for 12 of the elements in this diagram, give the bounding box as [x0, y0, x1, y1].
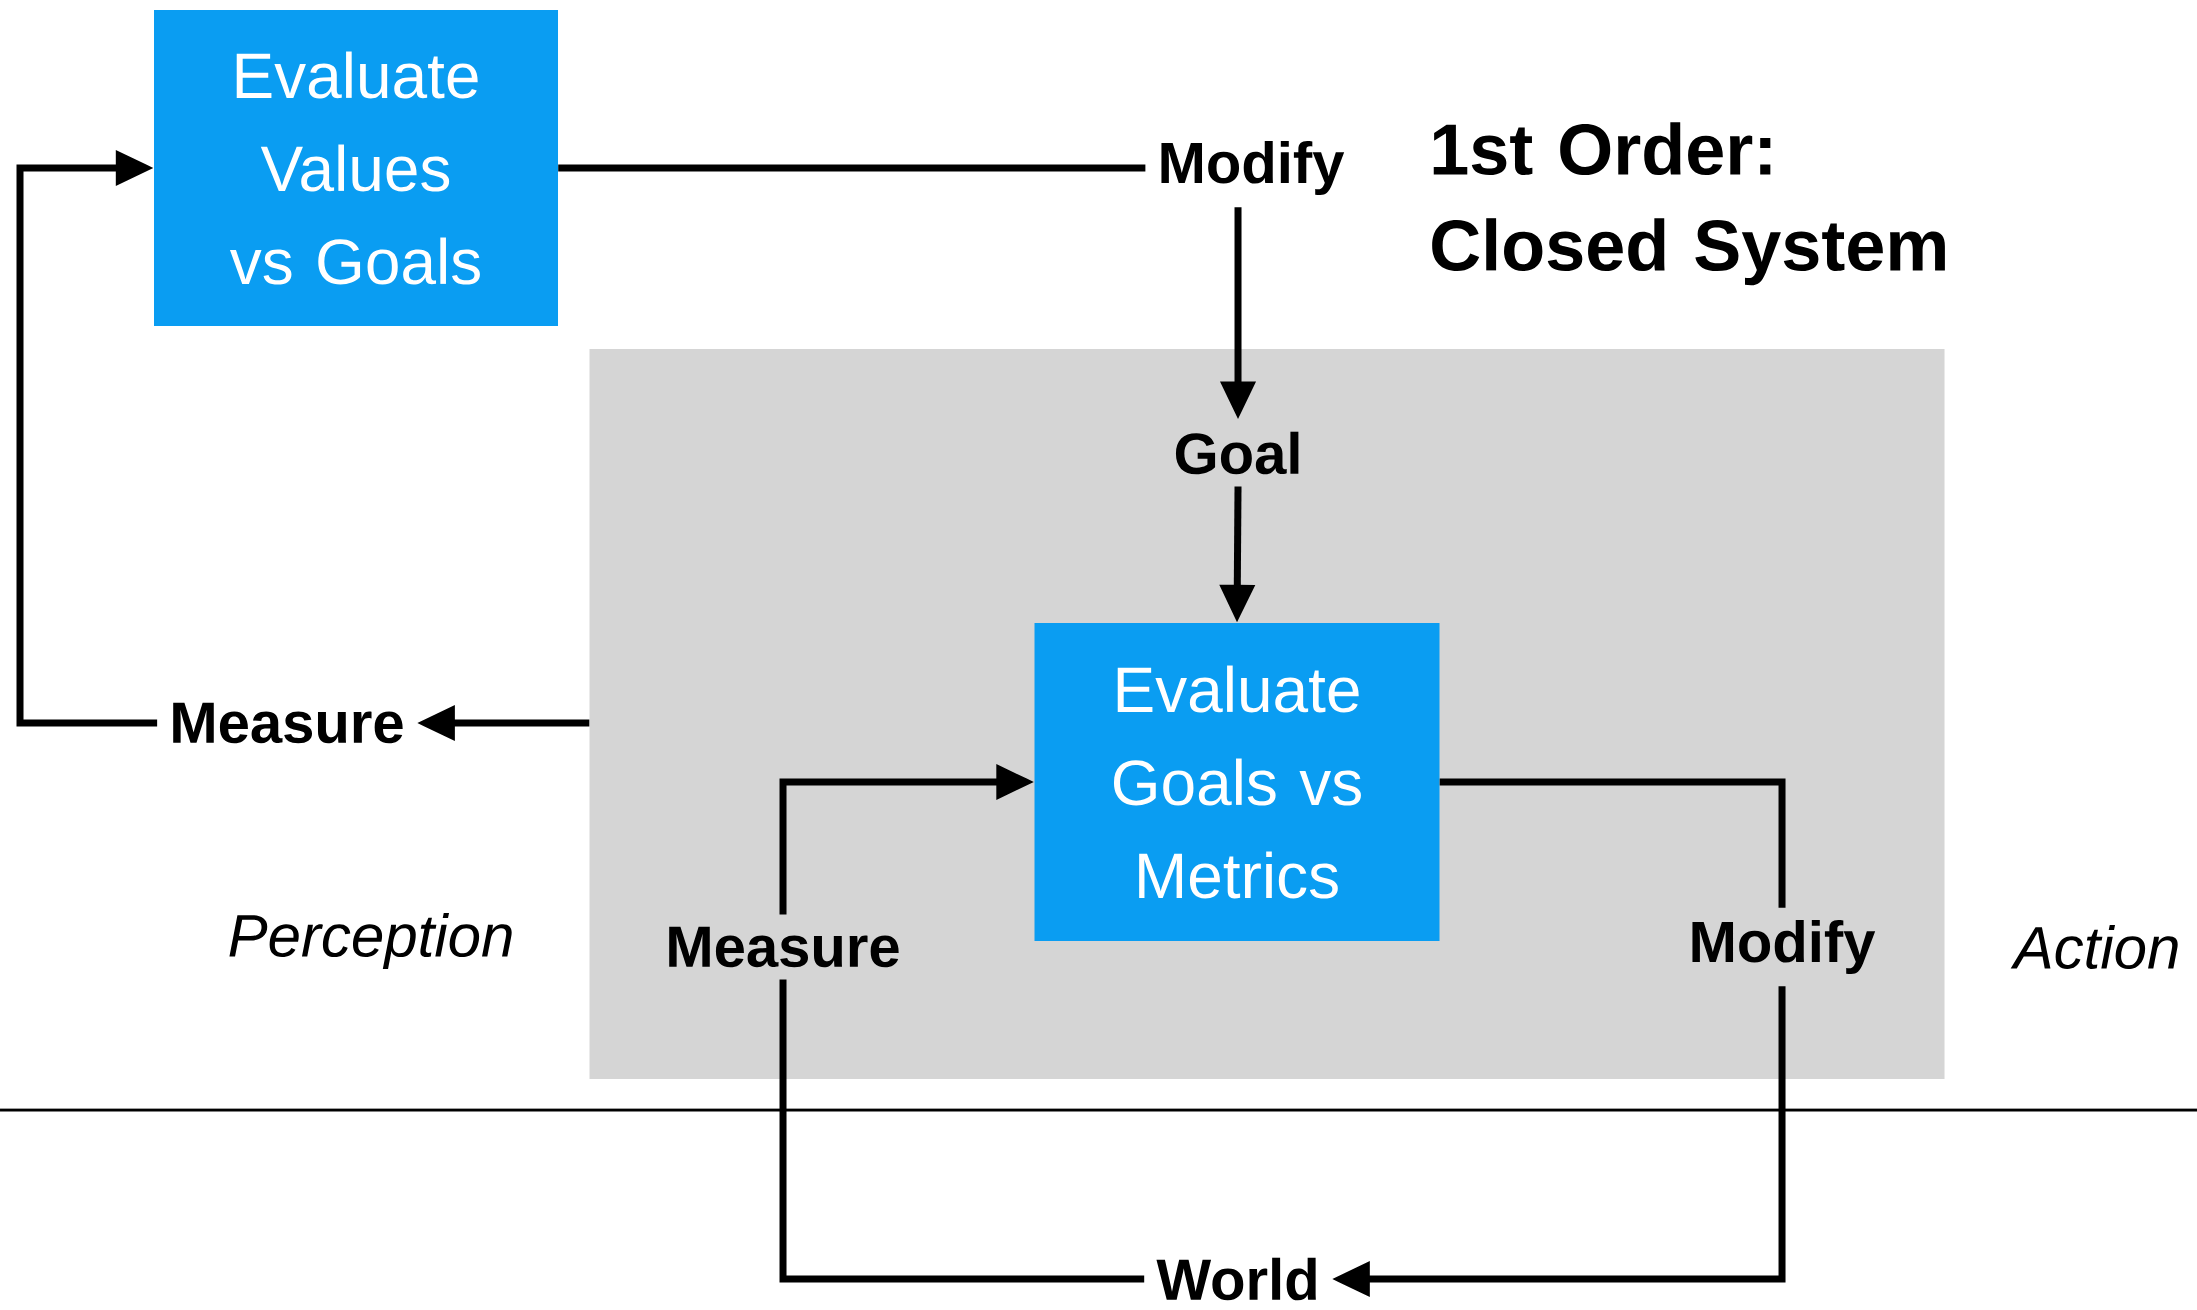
side-label: Perception	[229, 913, 512, 969]
process-box: Evaluate Values vs Goals	[154, 10, 558, 326]
title: 1st Order: Closed System	[1432, 122, 1945, 286]
arrow	[16, 149, 158, 727]
step-label: Measure	[173, 702, 403, 744]
process-box: Evaluate Goals vs Metrics	[1034, 623, 1440, 941]
step-label: Goal	[1175, 431, 1299, 475]
step-label: Modify	[1161, 140, 1345, 196]
step-label: Measure	[669, 926, 899, 968]
step-label: World	[1156, 1257, 1316, 1301]
step-label: Modify	[1692, 920, 1876, 975]
side-label: Action	[2010, 925, 2178, 970]
